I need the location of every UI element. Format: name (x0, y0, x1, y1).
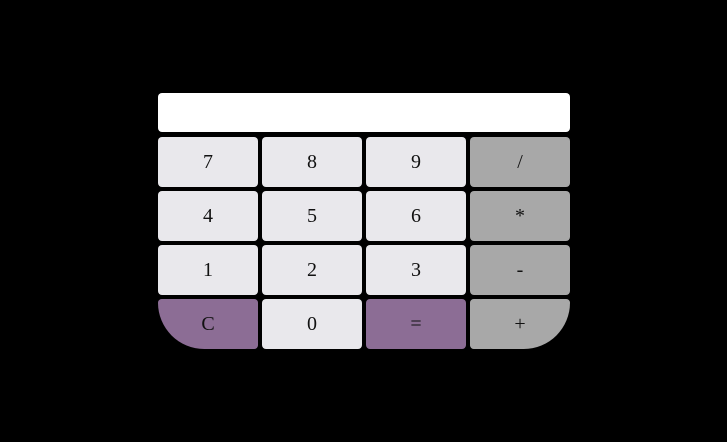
equals-button[interactable]: = (366, 299, 466, 349)
calculator: 7 8 9 / 4 5 6 * 1 2 3 - C 0 = + (158, 93, 570, 349)
key-5-button[interactable]: 5 (262, 191, 362, 241)
key-6-button[interactable]: 6 (366, 191, 466, 241)
key-1-button[interactable]: 1 (158, 245, 258, 295)
divide-button[interactable]: / (470, 137, 570, 187)
key-7-button[interactable]: 7 (158, 137, 258, 187)
keypad: 7 8 9 / 4 5 6 * 1 2 3 - C 0 = + (158, 137, 570, 349)
key-8-button[interactable]: 8 (262, 137, 362, 187)
key-0-button[interactable]: 0 (262, 299, 362, 349)
key-3-button[interactable]: 3 (366, 245, 466, 295)
key-4-button[interactable]: 4 (158, 191, 258, 241)
key-2-button[interactable]: 2 (262, 245, 362, 295)
display-field[interactable] (158, 93, 570, 132)
add-button[interactable]: + (470, 299, 570, 349)
clear-button[interactable]: C (158, 299, 258, 349)
key-9-button[interactable]: 9 (366, 137, 466, 187)
multiply-button[interactable]: * (470, 191, 570, 241)
subtract-button[interactable]: - (470, 245, 570, 295)
